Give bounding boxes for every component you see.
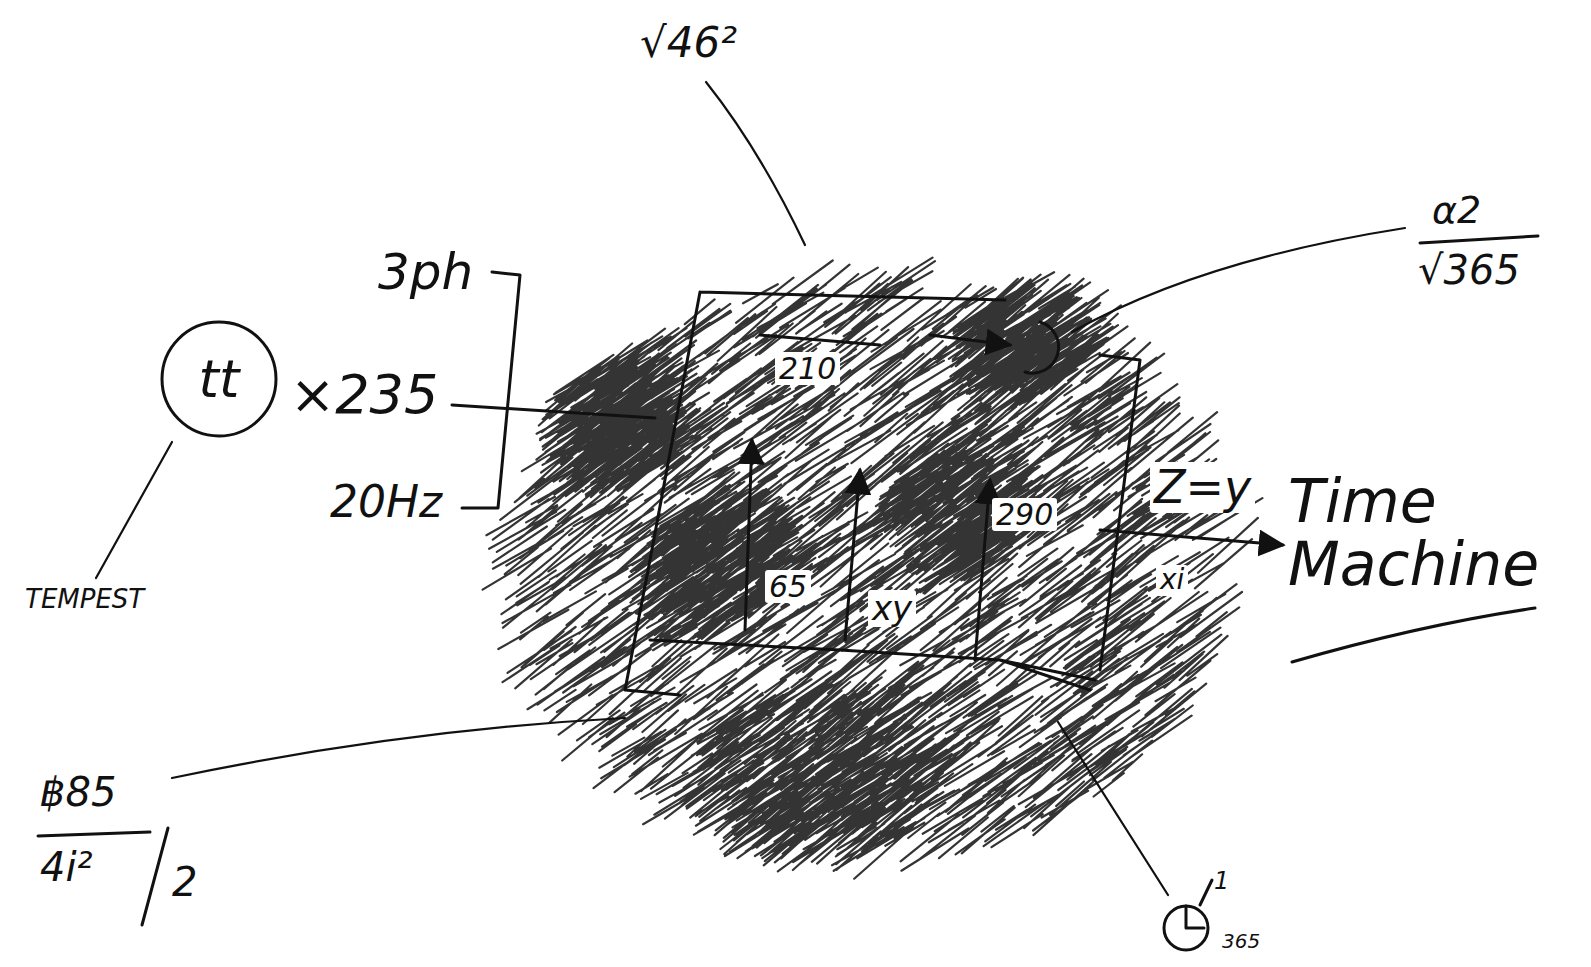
value-label: 210 <box>775 352 840 385</box>
leader-line <box>1058 722 1168 895</box>
leader-line <box>96 442 172 578</box>
fraction-denominator: √365 <box>1418 248 1520 292</box>
clock-hands <box>1186 880 1212 928</box>
input-arrow <box>452 405 655 418</box>
circle-outline-shape <box>162 322 276 436</box>
fraction-bar <box>38 832 150 836</box>
bracket <box>462 272 520 508</box>
value-label: xi <box>1156 565 1188 596</box>
circled-symbol: tt <box>160 320 278 438</box>
fraction-bar <box>1420 236 1538 243</box>
formula-label: √46² <box>640 20 737 66</box>
caption-label: TEMPEST <box>25 585 144 614</box>
fraction-numerator: α2 <box>1432 190 1481 232</box>
inner-arrow <box>930 335 1010 345</box>
equation-label: Z=y <box>1150 462 1255 513</box>
subscript-label: 365 <box>1222 930 1260 952</box>
inner-arrow <box>745 440 752 630</box>
title-label: Time Machine <box>1288 470 1578 596</box>
phase-label: 3ph <box>378 245 473 300</box>
superscript-label: 1 <box>1214 868 1229 894</box>
scribble-shading <box>483 258 1263 879</box>
frequency-label: 20Hz <box>330 478 442 526</box>
fraction-slash <box>142 828 168 925</box>
output-arrow <box>1100 530 1283 545</box>
frame-wire <box>625 292 1140 695</box>
leader-line <box>706 82 805 245</box>
value-label: 290 <box>992 498 1057 531</box>
wiring <box>452 272 1283 695</box>
value-label: 65 <box>765 570 811 603</box>
leader-lines <box>96 82 1405 895</box>
leader-line <box>1072 228 1405 332</box>
title-underline <box>1292 608 1535 662</box>
clock-icon <box>1164 880 1212 950</box>
leader-line <box>172 718 625 778</box>
inner-arrow <box>845 470 860 640</box>
inner-wire <box>760 335 880 345</box>
small-circle <box>1025 322 1059 373</box>
multiplier-label: ×235 <box>290 365 438 424</box>
symbol-text: tt <box>199 353 240 405</box>
inner-arrow <box>975 480 990 660</box>
fraction-denominator: 4i² <box>40 845 93 889</box>
fraction-numerator: ฿85 <box>40 770 116 814</box>
value-label: xy <box>868 590 916 627</box>
divisor-label: 2 <box>172 860 197 904</box>
